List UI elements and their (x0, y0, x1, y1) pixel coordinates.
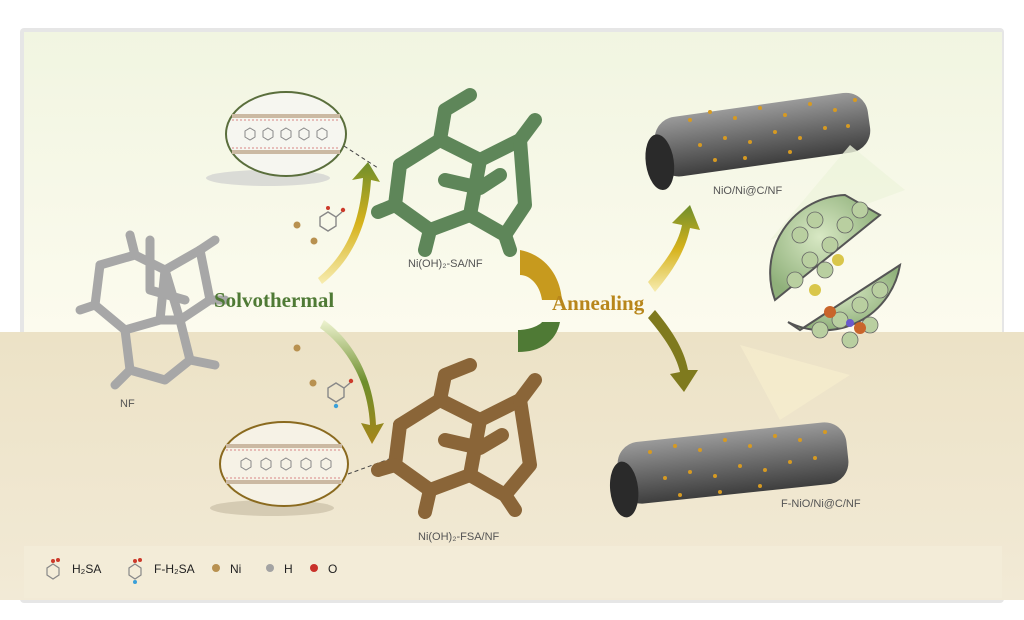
nf-label: NF (120, 398, 135, 410)
zoom-beam-bottom (740, 345, 850, 420)
ni-ion-dot (293, 344, 301, 352)
nickel-foam-structure (75, 230, 230, 390)
fh2sa-molecule-icon (327, 378, 354, 409)
brown-fsa-structure (371, 358, 542, 519)
legend-h2sa-label: H₂SA (72, 562, 102, 576)
fh2sa-legend-icon (128, 558, 142, 584)
green-sa-structure (371, 88, 542, 257)
h-atom-icon (266, 564, 274, 572)
nio-ni-c-nf-label: NiO/Ni@C/NF (713, 185, 783, 197)
ni-ion-dot (293, 221, 301, 229)
nio-tube (645, 92, 871, 191)
legend-fh2sa-label: F-H₂SA (154, 562, 195, 576)
h2sa-legend-icon (46, 558, 60, 580)
annealing-arrow-top-left (520, 250, 562, 300)
ni-ion-dot (309, 379, 317, 387)
annealing-label: Annealing (552, 291, 645, 315)
ni-atom-icon (212, 564, 220, 572)
core-shell-sphere-detail (769, 193, 902, 349)
fnio-tube (609, 422, 849, 518)
solvothermal-label: Solvothermal (214, 288, 335, 312)
legend-strip (24, 546, 1002, 598)
annealing-arrow-up (648, 205, 700, 292)
ni-oh2-sa-nf-label: Ni(OH)₂-SA/NF (408, 258, 483, 270)
solvothermal-arrow-down (320, 320, 384, 444)
ni-ion-dot (310, 237, 318, 245)
ni-oh2-fsa-nf-label: Ni(OH)₂-FSA/NF (418, 531, 500, 543)
legend-h-label: H (284, 562, 293, 576)
fsa-layer-inset (219, 421, 349, 507)
legend-o-label: O (328, 562, 338, 576)
sa-layer-inset (225, 91, 347, 177)
solvothermal-arrow-up (318, 162, 380, 284)
annealing-arrow-down (648, 310, 698, 392)
legend-ni-label: Ni (230, 562, 242, 576)
f-nio-ni-c-nf-label: F-NiO/Ni@C/NF (781, 498, 861, 510)
h2sa-molecule-icon (319, 206, 346, 232)
o-atom-icon (310, 564, 318, 572)
annealing-arrow-bottom-left (518, 322, 560, 352)
